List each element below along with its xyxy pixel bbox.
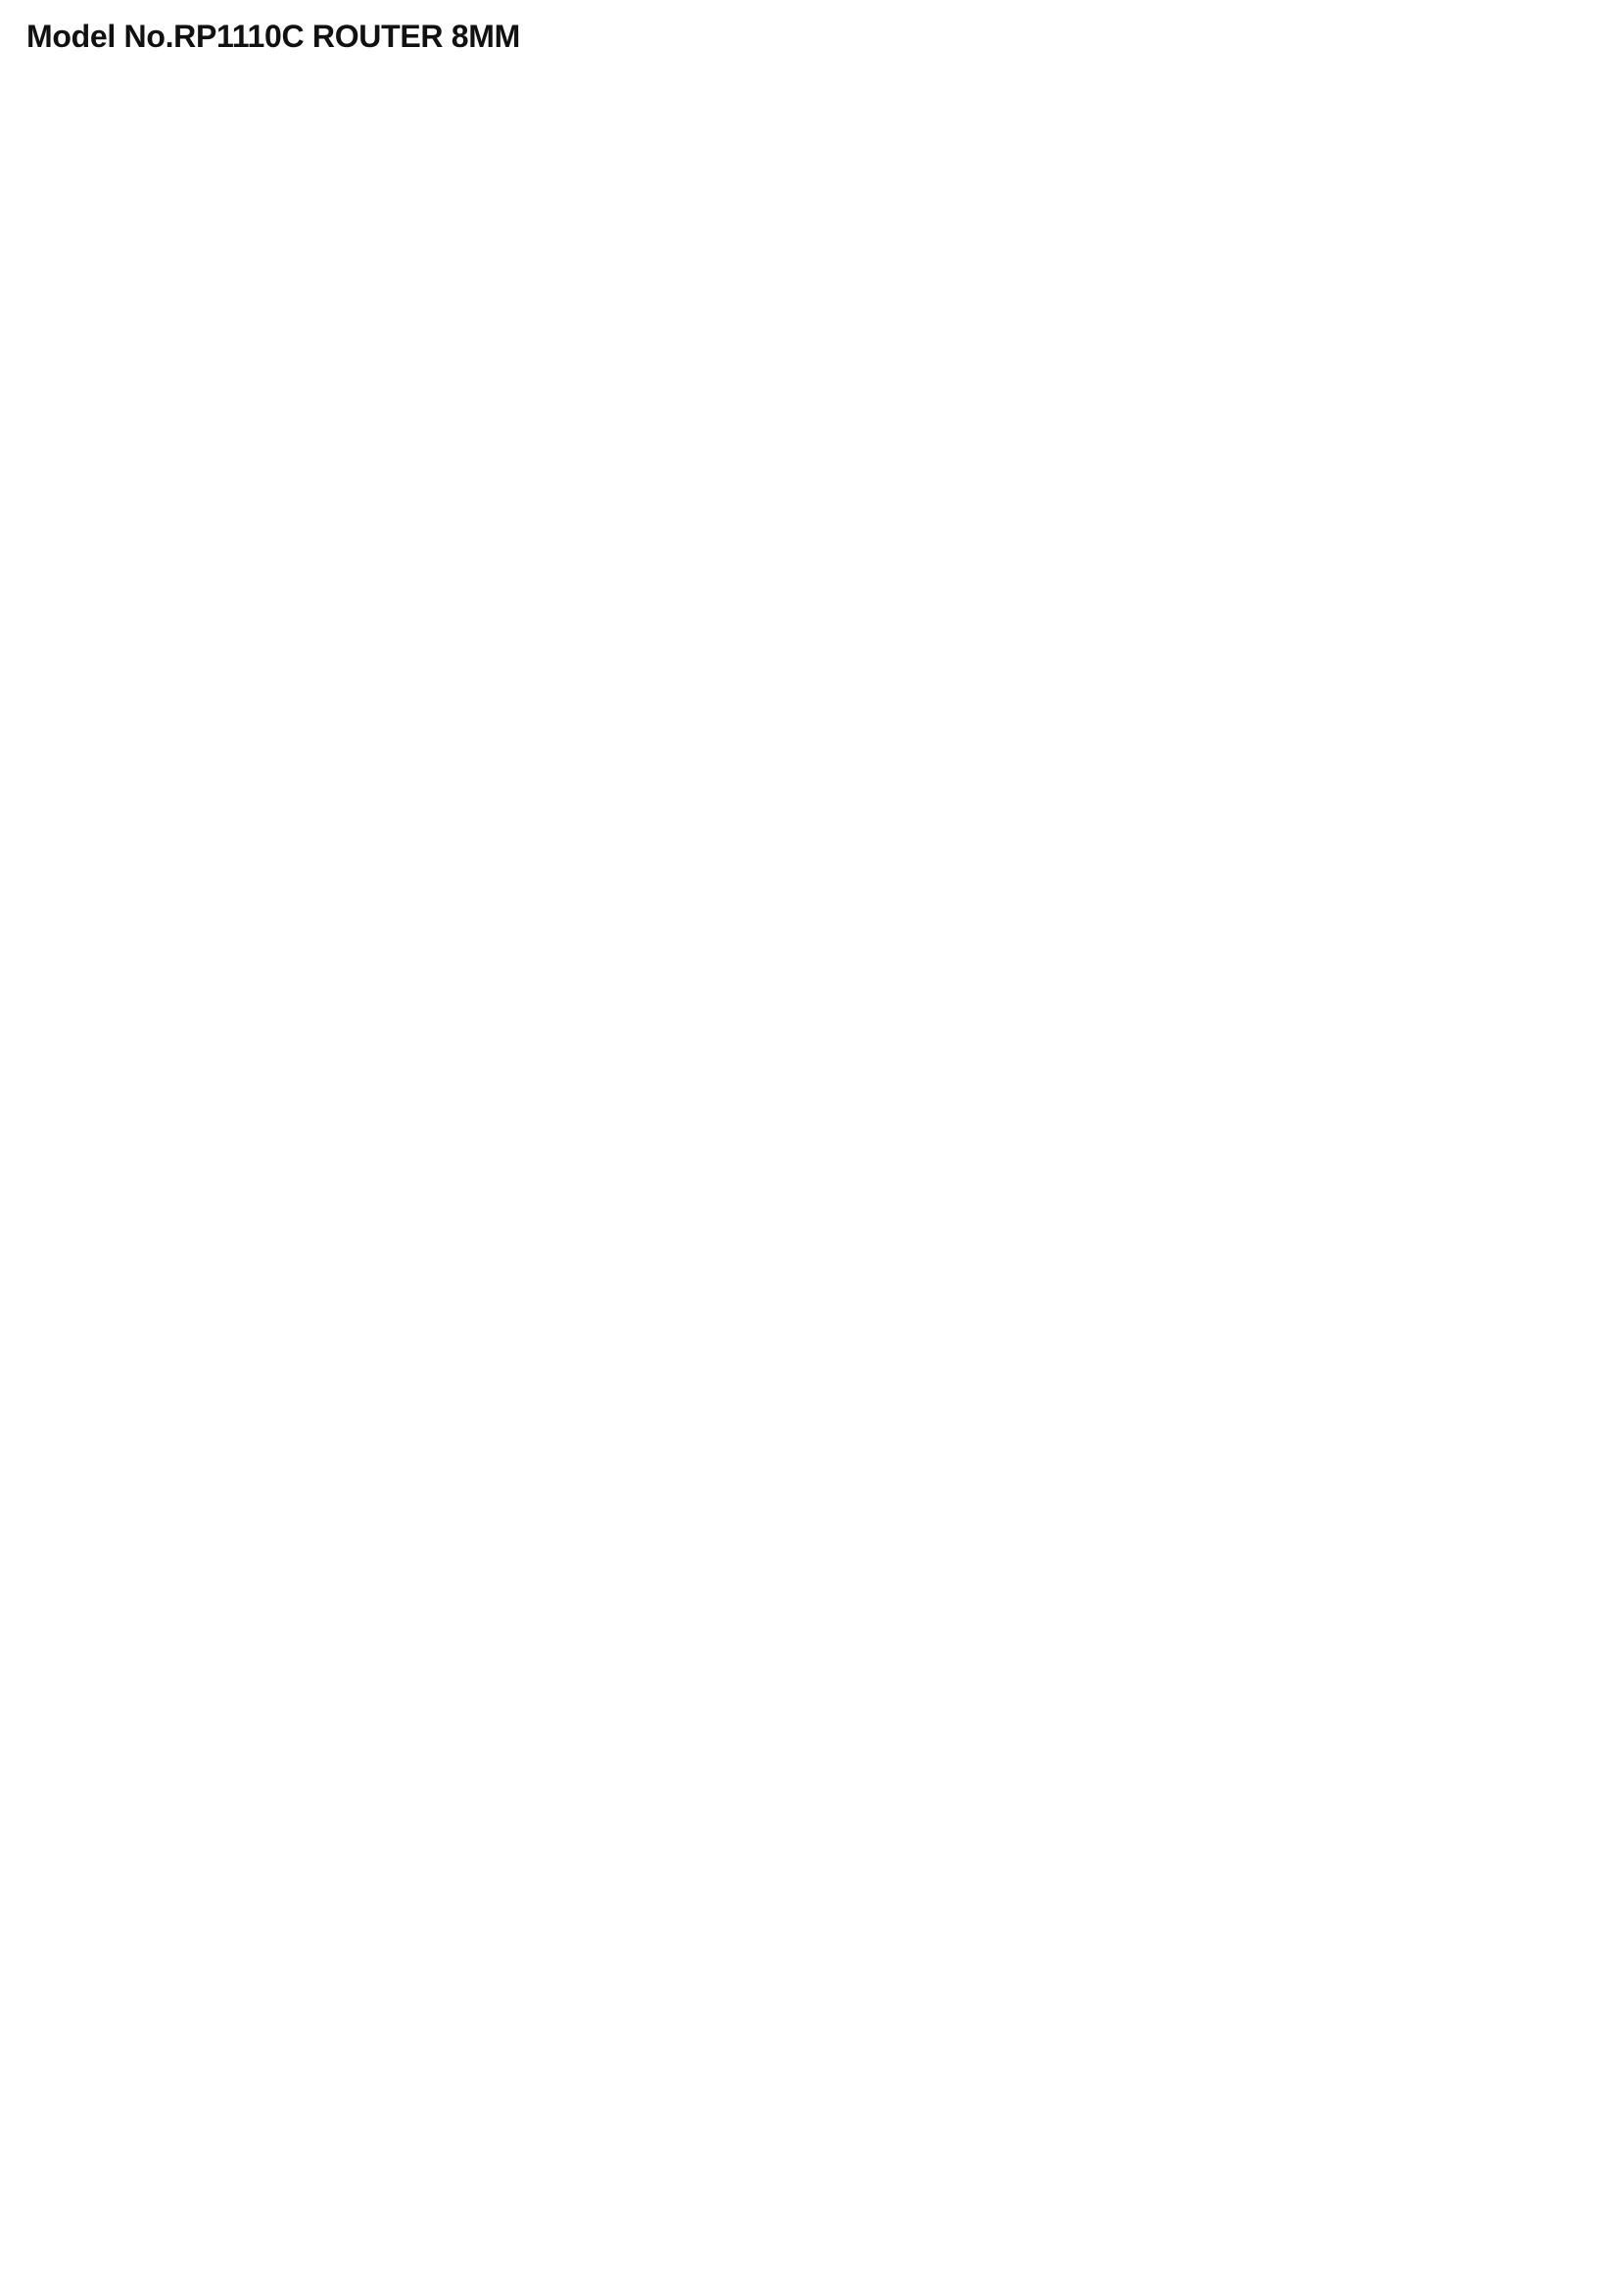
page-title: Model No.RP1110C ROUTER 8MM [26,19,520,54]
